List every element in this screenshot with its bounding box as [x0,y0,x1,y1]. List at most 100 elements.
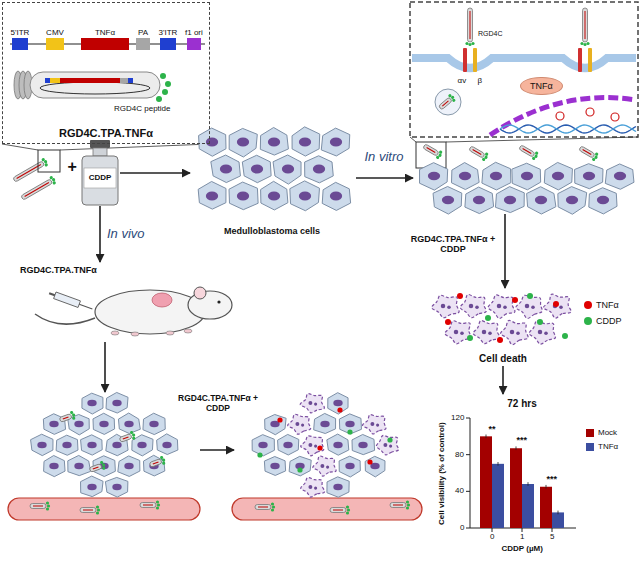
phage-genome [523,149,532,154]
element-bar [160,38,176,50]
phage-genome [63,417,69,419]
cassette-segment [120,78,128,83]
element-bar [46,38,64,50]
tumor-cell [68,455,91,475]
cell-nucleus [490,172,502,180]
cell-nucleus [74,463,83,470]
tumor-cell [260,127,288,155]
error-bar [546,485,547,489]
node-text: TNFα [530,81,553,91]
phage-particle [468,144,490,162]
cell-nucleus [459,172,471,180]
edge-label: In vivo [105,227,147,242]
node-text: 3'ITR [159,28,178,37]
tumor-cell [339,414,361,434]
phage-body [59,414,72,423]
phage-particle [422,142,444,160]
nucleus-fragment [314,445,317,448]
syringe-needle [79,304,92,309]
transgene-episome [556,112,564,120]
drug-bottle: CDDP [80,140,120,206]
nucleus-fragment [482,330,487,335]
tumor-cell [290,181,320,211]
phage-genome [123,437,129,439]
syringe [48,290,94,312]
rgd-peptide [407,503,410,506]
figure-label: β [478,76,483,85]
rgd-peptide [162,89,168,95]
flow-arrow [504,214,506,288]
tumor-cell [292,127,320,156]
tumor-cell [575,164,603,189]
legend-text: TNFα [598,442,618,451]
phage-particle [518,143,540,161]
blood-vessel [232,498,422,520]
legend-dot [584,301,592,309]
cell-nucleus [583,172,595,180]
tumor-cell [198,181,226,209]
phage-particle [148,455,166,469]
nucleus-fragment [460,332,464,336]
transgene-element: TNFα [81,28,129,50]
tumor-cell [261,181,288,210]
phage-particle [465,8,474,46]
figure-label: RGD4C [478,30,503,38]
cell-nucleus [112,442,121,449]
node-text: f1 ori [185,28,203,37]
nucleus-fragment [326,466,329,469]
legend-text: TNFα [596,300,619,310]
zoom-line [446,137,638,142]
phage-genome [33,506,43,507]
phage-body [438,97,452,110]
phage-particle [255,502,275,511]
y-tick [466,454,470,455]
cell-nucleus [299,138,311,147]
phage-body [468,8,473,42]
nucleus-fragment [516,332,520,336]
chart-label: *** [517,435,528,445]
cell-nucleus [206,138,218,147]
zoom-line [60,144,210,150]
drug-dot [553,301,559,307]
cell-nucleus [62,442,71,449]
protein-ellipse: TNFα [520,77,563,95]
tumor-cell [44,456,65,477]
cell-nucleus [504,196,516,204]
flow-arrow [104,342,106,392]
rgd-peptide [162,458,166,462]
dead-cell [543,294,571,318]
tumor-cell [106,392,128,413]
node-text: RGD4C.TPA.TNFα [59,127,153,140]
flow-arrow [120,172,190,174]
tumor-cell [143,413,165,434]
tnf-bar [552,512,564,528]
nucleus-fragment [370,422,374,426]
dna-strand [500,125,636,133]
phage-particle [437,93,457,112]
tumor-cell [321,128,349,156]
rgd-peptide [96,505,99,508]
rgd-peptide [156,506,159,509]
rgd-peptide [484,152,488,156]
rgd-peptide [44,163,48,167]
chart-label: 0 [460,523,464,532]
node-text: Cell death [479,353,527,365]
rgd-peptide [132,433,136,437]
mouse-eye [217,300,220,303]
phage-genome [583,150,592,155]
nucleus-fragment [308,485,312,489]
node-text: 5'ITR [11,28,30,37]
phage-genome [153,462,159,464]
cell-nucleus [99,421,108,428]
tumor-cell [157,434,178,455]
itr-element: 5'ITR [11,28,30,50]
nucleus-fragment [447,306,451,310]
nucleus-fragment [497,304,502,309]
cell-nucleus [473,196,485,204]
phage-body [583,8,588,42]
tumor-cell [229,128,257,157]
drug-dot [347,429,352,434]
cell-nucleus [124,463,133,470]
cell-nucleus [268,138,280,147]
endosome-vesicle [435,89,461,115]
